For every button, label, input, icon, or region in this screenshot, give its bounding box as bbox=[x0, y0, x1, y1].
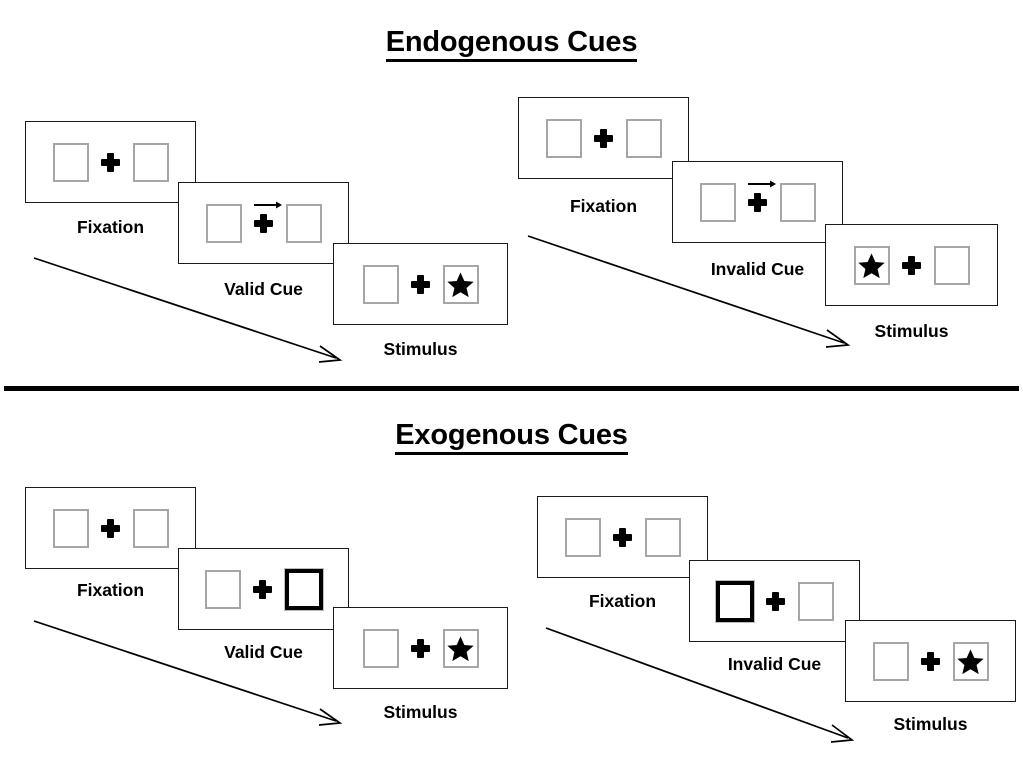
cued-box-left bbox=[714, 579, 755, 623]
caption-endogenous-invalid-stimulus: Stimulus bbox=[874, 321, 949, 341]
star-icon bbox=[447, 271, 474, 297]
panel-exogenous-invalid-cue bbox=[689, 560, 860, 642]
caption-exogenous-invalid-fixation: Fixation bbox=[588, 591, 657, 611]
fixation-cross-icon bbox=[242, 201, 286, 245]
panel-endogenous-valid-fixation bbox=[25, 121, 196, 203]
arrow-right-icon bbox=[747, 180, 776, 188]
caption-endogenous-valid-stimulus: Stimulus bbox=[383, 339, 458, 359]
panel-endogenous-valid-stimulus bbox=[333, 243, 508, 325]
placeholder-box-left bbox=[545, 118, 582, 158]
panel-endogenous-invalid-stimulus bbox=[825, 224, 998, 306]
placeholder-box-left bbox=[699, 182, 736, 222]
fixation-cross-icon bbox=[754, 579, 798, 623]
arrow-right-icon bbox=[253, 201, 282, 209]
fixation-cross-icon bbox=[399, 262, 443, 306]
target-box-right bbox=[442, 628, 479, 668]
placeholder-box-right bbox=[132, 142, 169, 182]
target-box-right bbox=[442, 264, 479, 304]
target-box-left bbox=[853, 245, 890, 285]
fixation-cross-icon bbox=[909, 639, 953, 683]
placeholder-box-left bbox=[362, 264, 399, 304]
time-flow-arrow-icon bbox=[33, 620, 343, 726]
target-box-right bbox=[952, 641, 989, 681]
caption-exogenous-valid-cue: Valid Cue bbox=[224, 642, 303, 662]
panel-exogenous-valid-stimulus bbox=[333, 607, 508, 689]
panel-exogenous-invalid-stimulus bbox=[845, 620, 1016, 702]
section-title-exogenous: Exogenous Cues bbox=[0, 419, 1023, 455]
section-title-exogenous-text: Exogenous Cues bbox=[395, 419, 628, 455]
fixation-cross-icon bbox=[89, 506, 133, 550]
fixation-cross-icon bbox=[601, 515, 645, 559]
caption-endogenous-invalid-cue: Invalid Cue bbox=[710, 259, 805, 279]
panel-exogenous-valid-cue bbox=[178, 548, 349, 630]
star-icon bbox=[447, 635, 474, 661]
fixation-cross-icon bbox=[89, 140, 133, 184]
caption-exogenous-valid-stimulus: Stimulus bbox=[383, 702, 458, 722]
caption-endogenous-valid-cue: Valid Cue bbox=[224, 279, 303, 299]
caption-exogenous-invalid-stimulus: Stimulus bbox=[893, 714, 968, 734]
fixation-cross-icon bbox=[241, 567, 285, 611]
panel-endogenous-invalid-fixation bbox=[518, 97, 689, 179]
fixation-cross-icon bbox=[582, 116, 626, 160]
fixation-cross-icon bbox=[890, 243, 934, 287]
panel-exogenous-invalid-fixation bbox=[537, 496, 708, 578]
fixation-cross-icon bbox=[399, 626, 443, 670]
placeholder-box-right bbox=[779, 182, 816, 222]
fixation-cross-icon bbox=[736, 180, 780, 224]
caption-endogenous-invalid-fixation: Fixation bbox=[569, 196, 638, 216]
panel-exogenous-valid-fixation bbox=[25, 487, 196, 569]
section-title-endogenous-text: Endogenous Cues bbox=[385, 26, 637, 62]
placeholder-box-left bbox=[564, 517, 601, 557]
placeholder-box-right bbox=[625, 118, 662, 158]
panel-endogenous-valid-cue bbox=[178, 182, 349, 264]
star-icon bbox=[858, 252, 885, 278]
placeholder-box-left bbox=[362, 628, 399, 668]
placeholder-box-left bbox=[872, 641, 909, 681]
placeholder-box-right bbox=[933, 245, 970, 285]
time-flow-arrow-icon bbox=[527, 235, 851, 348]
time-flow-arrow-icon bbox=[33, 257, 343, 363]
placeholder-box-right bbox=[285, 203, 322, 243]
section-title-endogenous: Endogenous Cues bbox=[0, 26, 1023, 62]
panel-endogenous-invalid-cue bbox=[672, 161, 843, 243]
caption-exogenous-invalid-cue: Invalid Cue bbox=[727, 654, 822, 674]
placeholder-box-right bbox=[132, 508, 169, 548]
placeholder-box-left bbox=[52, 508, 89, 548]
section-divider bbox=[4, 386, 1019, 391]
star-icon bbox=[957, 648, 984, 674]
placeholder-box-left bbox=[204, 569, 241, 609]
placeholder-box-left bbox=[205, 203, 242, 243]
cued-box-right bbox=[283, 567, 324, 611]
placeholder-box-right bbox=[797, 581, 834, 621]
placeholder-box-left bbox=[52, 142, 89, 182]
caption-exogenous-valid-fixation: Fixation bbox=[76, 580, 145, 600]
caption-endogenous-valid-fixation: Fixation bbox=[76, 217, 145, 237]
placeholder-box-right bbox=[644, 517, 681, 557]
